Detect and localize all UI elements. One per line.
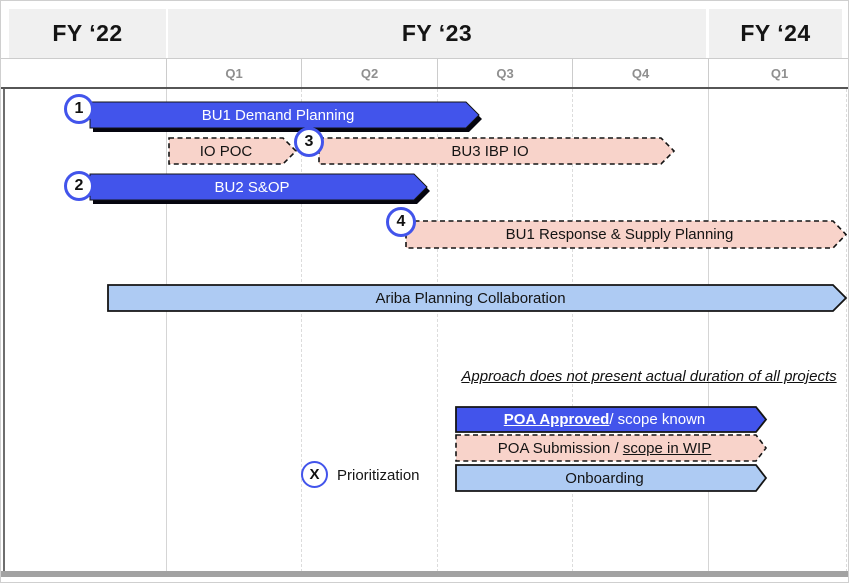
bar-ariba-planning-collaboration-label: Ariba Planning Collaboration	[375, 289, 566, 307]
legend-onboarding-label: Onboarding	[565, 469, 644, 487]
marker-1-number: 1	[74, 100, 84, 117]
chart-left-border	[3, 89, 5, 572]
marker-4-number: 4	[396, 213, 406, 230]
quarter-q3-fy23: Q3	[437, 59, 572, 87]
bar-bu3-ibp-io-label: BU3 IBP IO	[451, 142, 529, 160]
marker-3: 3	[294, 127, 324, 157]
gridline-q2	[301, 89, 302, 572]
gridline-fy23-start	[166, 89, 167, 572]
legend-poa-submission-label: POA Submission / scope in WIP	[498, 440, 711, 457]
quarter-q4-fy23: Q4	[572, 59, 708, 87]
marker-2-number: 2	[74, 177, 84, 194]
marker-4: 4	[386, 207, 416, 237]
gridline-q4	[572, 89, 573, 572]
gridline-fy24-start	[708, 89, 709, 572]
gridline-right-edge	[846, 89, 847, 572]
legend-bar-onboarding: Onboarding	[455, 464, 768, 492]
bar-bu1-demand-planning: BU1 Demand Planning	[89, 101, 482, 132]
duration-disclaimer-note: Approach does not present actual duratio…	[461, 368, 837, 385]
bar-bu1-response-supply-label: BU1 Response & Supply Planning	[505, 226, 734, 243]
legend-poa-approved-emphasis: POA Approved	[503, 411, 610, 428]
bar-bu1-demand-planning-label: BU1 Demand Planning	[201, 106, 355, 124]
legend-marker-x: X	[301, 461, 328, 488]
legend-marker-x-symbol: X	[309, 466, 320, 483]
bar-bu2-sop-label: BU2 S&OP	[214, 178, 290, 196]
quarter-row: Q1 Q2 Q3 Q4 Q1	[1, 58, 848, 89]
legend-bar-poa-approved: POA Approved/ scope known	[455, 406, 768, 433]
quarter-q1-fy24: Q1	[708, 59, 848, 87]
quarter-q2-fy23: Q2	[301, 59, 437, 87]
marker-1: 1	[64, 94, 94, 124]
header-fy24: FY ‘24	[709, 9, 842, 58]
legend-poa-approved-rest: / scope known	[609, 411, 706, 428]
fy22-label: FY ‘22	[52, 20, 123, 46]
header-fy22: FY ‘22	[9, 9, 166, 58]
bar-bu2-sop: BU2 S&OP	[89, 173, 430, 204]
bar-bu1-response-supply: BU1 Response & Supply Planning	[405, 220, 848, 249]
fy23-label: FY ‘23	[401, 20, 473, 46]
legend-poa-approved-label: POA Approved/ scope known	[504, 411, 705, 428]
chart-body	[1, 89, 848, 572]
bar-io-poc-label: IO POC	[199, 142, 253, 160]
bar-io-poc: IO POC	[168, 137, 298, 165]
legend-poa-submission-emphasis: scope in WIP	[622, 439, 712, 457]
legend-poa-submission-prefix: POA Submission /	[497, 439, 623, 457]
quarter-q1-fy23: Q1	[166, 59, 301, 87]
bar-ariba-planning-collaboration: Ariba Planning Collaboration	[107, 284, 848, 312]
bar-bu3-ibp-io: BU3 IBP IO	[318, 137, 676, 165]
fy24-label: FY ‘24	[740, 20, 811, 46]
marker-3-number: 3	[304, 133, 314, 150]
legend-prioritization-label: Prioritization	[337, 467, 420, 484]
gridline-q3	[437, 89, 438, 572]
marker-2: 2	[64, 171, 94, 201]
header-fy23: FY ‘23	[168, 9, 706, 58]
chart-bottom-border	[1, 571, 848, 577]
legend-bar-poa-submission: POA Submission / scope in WIP	[455, 434, 768, 462]
